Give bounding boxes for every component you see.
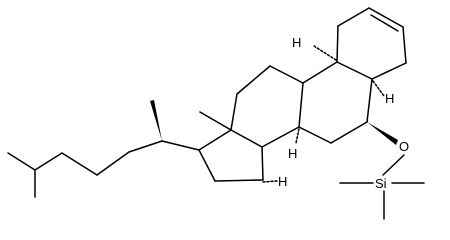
bond bbox=[198, 149, 216, 182]
bond bbox=[366, 78, 373, 123]
bond bbox=[336, 61, 373, 80]
hashed-bond bbox=[313, 45, 337, 61]
bond bbox=[402, 26, 407, 64]
bond bbox=[198, 129, 232, 151]
bond bbox=[382, 154, 405, 176]
bond bbox=[298, 126, 332, 144]
bond bbox=[371, 62, 407, 80]
atom-label-h: H bbox=[292, 35, 301, 50]
bond bbox=[96, 151, 130, 176]
bond bbox=[336, 25, 339, 63]
bond bbox=[128, 140, 163, 153]
bond bbox=[370, 14, 399, 32]
bond bbox=[61, 152, 98, 176]
wedge-bond bbox=[150, 100, 162, 141]
ring-c bbox=[230, 65, 304, 148]
bond bbox=[261, 126, 300, 148]
bond bbox=[214, 179, 264, 182]
stereo-hydrogens: H H H H bbox=[262, 35, 394, 189]
hashed-bond bbox=[295, 128, 300, 144]
bond bbox=[302, 61, 338, 84]
bond bbox=[230, 129, 263, 148]
atom-label-h: H bbox=[385, 91, 394, 106]
bond bbox=[337, 7, 370, 27]
atom-label-si: Si bbox=[375, 176, 387, 191]
bond bbox=[330, 121, 368, 144]
structure-canvas: H H H H O Si bbox=[7, 7, 425, 220]
bond bbox=[161, 140, 200, 151]
bond bbox=[236, 65, 271, 95]
trimethylsilyloxy-group: O Si bbox=[339, 122, 425, 220]
bond bbox=[7, 152, 36, 171]
ring-d bbox=[198, 111, 264, 182]
hashed-bond bbox=[372, 80, 385, 97]
bond bbox=[368, 7, 404, 28]
hashed-bond bbox=[262, 180, 278, 183]
steroid-structure-diagram: H H H H O Si bbox=[7, 7, 425, 220]
ring-b bbox=[298, 61, 373, 144]
side-chain bbox=[7, 100, 200, 198]
bond bbox=[34, 152, 63, 171]
atom-label-h: H bbox=[278, 174, 287, 189]
bond bbox=[269, 65, 304, 84]
bond bbox=[261, 146, 264, 181]
wedge-bond bbox=[367, 122, 398, 145]
bond bbox=[298, 82, 304, 128]
atom-label-h: H bbox=[288, 146, 297, 161]
ring-a bbox=[336, 7, 407, 80]
bond bbox=[199, 111, 232, 131]
bond bbox=[230, 93, 238, 131]
atom-label-o: O bbox=[399, 139, 409, 154]
